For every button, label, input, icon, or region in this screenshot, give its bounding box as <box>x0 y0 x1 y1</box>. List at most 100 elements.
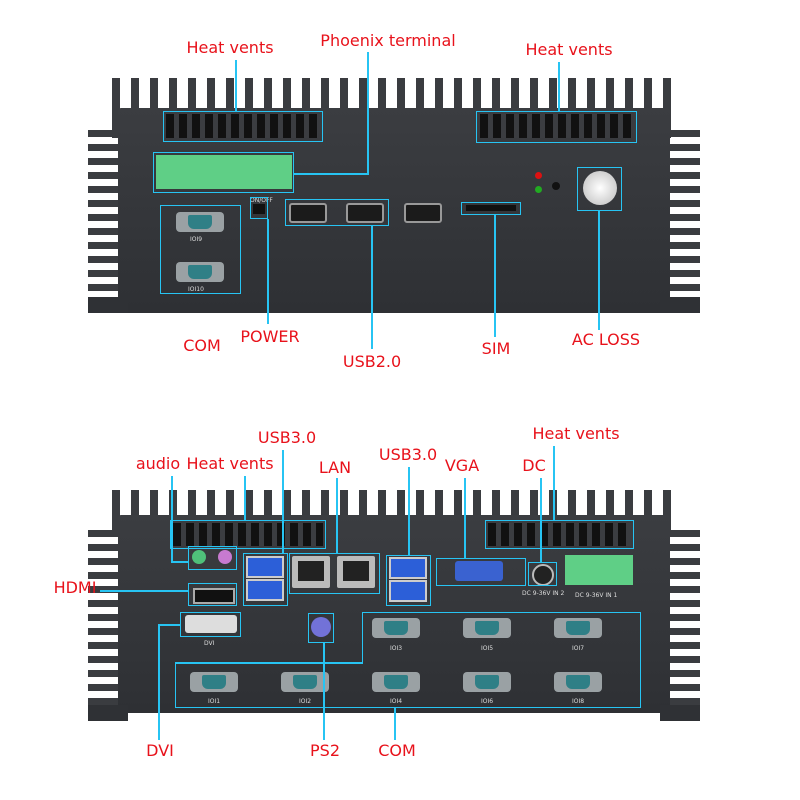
port-mark: ON/OFF <box>250 197 273 204</box>
callout-line <box>100 590 188 592</box>
usb3-port <box>389 580 427 602</box>
side-fins <box>88 130 120 300</box>
mount-foot <box>88 705 128 721</box>
mic-jack <box>218 550 232 564</box>
callout-box <box>250 197 268 219</box>
mount-foot <box>660 705 700 721</box>
heat-vents <box>173 523 323 546</box>
heat-vents <box>488 523 631 546</box>
label-com: COM <box>378 741 416 760</box>
label-ps2: PS2 <box>310 741 340 760</box>
phoenix-terminal <box>156 155 292 189</box>
port-mark: DC 9-36V IN 2 <box>522 590 565 597</box>
callout-box <box>160 205 241 294</box>
com-port <box>554 618 602 638</box>
port-mark: IOI1 <box>208 698 221 705</box>
hdd-led <box>535 186 542 193</box>
reset-button[interactable] <box>552 182 560 190</box>
label-heat-vents: Heat vents <box>186 38 274 57</box>
usb3-port <box>246 579 284 601</box>
port-mark: IOI8 <box>572 698 585 705</box>
mount-foot <box>660 297 700 313</box>
com-port <box>176 262 224 282</box>
callout-line <box>235 60 237 112</box>
com-port <box>463 672 511 692</box>
port-mark: IOI7 <box>572 645 585 652</box>
callout-line <box>494 215 496 337</box>
callout-line <box>171 476 173 562</box>
dvi-port <box>185 615 237 633</box>
port-mark: IOI6 <box>481 698 494 705</box>
callout-box <box>485 520 634 549</box>
callout-box <box>170 520 326 549</box>
label-dc: DC <box>522 456 546 475</box>
callout-box <box>436 558 526 586</box>
callout-box <box>243 553 288 606</box>
port-mark: IOI2 <box>299 698 312 705</box>
callout-line <box>371 226 373 349</box>
callout-line <box>367 52 369 174</box>
mount-foot <box>88 297 128 313</box>
com-port <box>281 672 329 692</box>
callout-box <box>289 553 380 594</box>
label-heat-vents: Heat vents <box>525 40 613 59</box>
power-button[interactable] <box>583 171 617 205</box>
callout-box <box>188 546 237 570</box>
vga-port <box>455 561 503 581</box>
callout-line <box>175 662 363 664</box>
callout-box <box>285 199 389 226</box>
callout-line <box>244 476 246 521</box>
usb2-port <box>289 203 327 223</box>
port-mark: IOI3 <box>390 645 403 652</box>
label-heat-vents: Heat vents <box>186 454 274 473</box>
com-port <box>463 618 511 638</box>
callout-line <box>282 450 284 553</box>
lan-port <box>337 556 375 588</box>
callout-line <box>323 643 325 740</box>
callout-line <box>267 219 269 324</box>
label-usb3: USB3.0 <box>257 428 317 447</box>
port-mark: IOI4 <box>390 698 403 705</box>
label-com: COM <box>183 336 221 355</box>
callout-box <box>461 202 521 215</box>
callout-box <box>175 662 641 708</box>
label-sim: SIM <box>481 339 511 358</box>
port-mark: IOI5 <box>481 645 494 652</box>
power-switch[interactable] <box>253 204 265 214</box>
ps2-port <box>311 617 331 637</box>
label-dvi: DVI <box>146 741 174 760</box>
usb2-port <box>346 203 384 223</box>
audio-out-jack <box>192 550 206 564</box>
label-lan: LAN <box>318 458 352 477</box>
hdmi-port <box>193 588 235 604</box>
port-mark: IOI9 <box>190 236 203 243</box>
dc-terminal-block <box>565 555 633 585</box>
com-port <box>554 672 602 692</box>
heat-vents <box>480 114 632 138</box>
label-usb2: USB2.0 <box>342 352 402 371</box>
label-heat-vents: Heat vents <box>532 424 620 443</box>
sim-slot <box>466 205 516 211</box>
callout-box <box>386 555 431 606</box>
callout-line <box>598 211 600 330</box>
usb3-port <box>246 556 284 578</box>
callout-line <box>394 708 396 740</box>
com-port <box>372 618 420 638</box>
callout-line <box>158 624 160 740</box>
label-audio: audio <box>135 454 181 473</box>
side-fins <box>668 130 700 300</box>
com-port <box>176 212 224 232</box>
com-port <box>372 672 420 692</box>
callout-line <box>336 478 338 553</box>
label-power: POWER <box>240 327 300 346</box>
callout-line <box>171 561 188 563</box>
usb2-port <box>404 203 442 223</box>
callout-line <box>158 624 180 626</box>
label-vga: VGA <box>444 456 480 475</box>
callout-box <box>528 562 557 586</box>
side-fins <box>88 530 120 705</box>
label-phoenix-terminal: Phoenix terminal <box>320 31 456 50</box>
callout-box <box>180 612 241 637</box>
callout-box <box>163 111 323 142</box>
callout-box <box>188 583 237 606</box>
